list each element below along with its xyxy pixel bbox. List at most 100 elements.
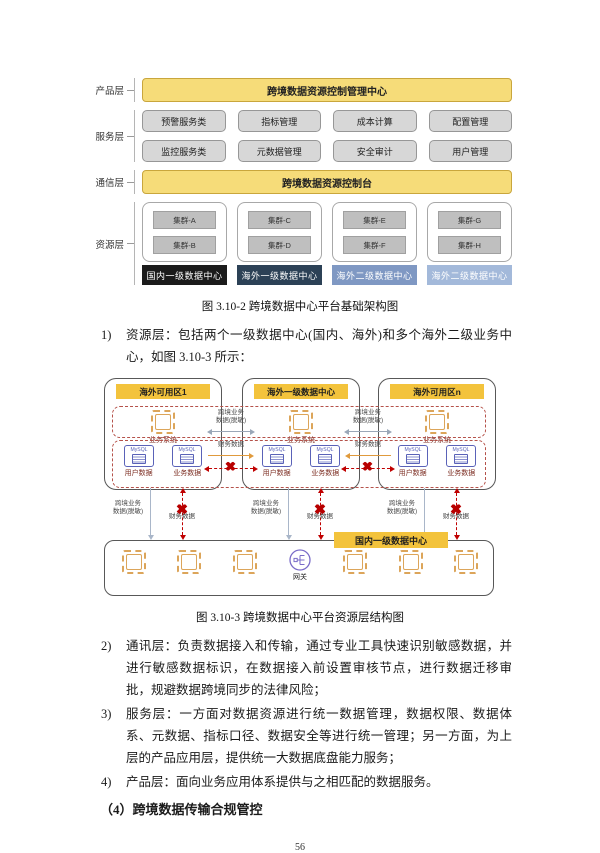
bracket-tick [127,243,134,244]
gray-double-arrow [207,428,255,435]
blocked-flow-label: 财务数据 [307,513,333,520]
cluster-item: 集群-E [343,211,406,229]
figure1-caption: 图 3.10-2 跨境数据中心平台基础架构图 [201,301,399,313]
gray-down-arrow [285,488,292,540]
datacenter-column: 集群-G 集群-H 海外二级数据中心 [427,202,512,285]
chip-icon [151,410,175,434]
datacenter-footer: 海外二级数据中心 [332,265,417,285]
masked-flow-label: 跨境业务数据(脱敏) [112,500,144,515]
resource-layer-row: 资源层 集群-A 集群-B 国内一级数据中心 集群-C 集群-D 海外一级数据中 [88,202,512,285]
gateway-label: 网关 [292,574,307,581]
service-item: 成本计算 [333,110,417,132]
cluster-item: 集群-H [438,236,501,254]
cluster-item: 集群-D [248,236,311,254]
user-db-label: 用户数据 [262,470,291,477]
datacenter-column: 集群-E 集群-F 海外二级数据中心 [332,202,417,285]
figure-platform-architecture: 产品层 跨境数据资源控制管理中心 服务层 预警服务类 指标管理 成本计算 配置管… [88,78,512,285]
masked-flow-label: 跨境业务数据(脱敏) [215,409,247,424]
masked-flow-label: 跨境业务数据(脱敏) [352,409,384,424]
chip-icon [232,550,257,574]
resource-columns: 集群-A 集群-B 国内一级数据中心 集群-C 集群-D 海外一级数据中心 集群… [142,202,512,285]
overseas-zone-1-box: 海外可用区1 业务系统 MySQL 用户数据 MySQL 业务数据 [104,378,222,490]
user-db-label: 用户数据 [398,470,427,477]
gateway-icon [289,549,311,571]
blocked-horizontal-arrow [341,465,395,472]
product-layer-bar: 跨境数据资源控制管理中心 [142,78,512,102]
business-system-label: 业务系统 [287,437,315,444]
overseas-primary-dc-box: 海外一级数据中心 业务系统 MySQL 用户数据 MySQL 业务数据 [242,378,360,490]
service-item: 元数据管理 [237,140,321,162]
bracket-line [134,110,135,162]
comm-layer-label: 通信层 [88,170,134,194]
blocked-flow-label: 财务数据 [169,513,195,520]
financial-flow-label: 财务数据 [355,441,381,448]
product-layer-label: 产品层 [88,78,134,102]
mysql-icon: MySQL [310,445,341,467]
blocked-x-icon: ✖ [225,459,236,474]
mysql-icon: MySQL [172,445,203,467]
business-system: 业务系统 [105,410,221,445]
domestic-dc-icons: 网关 [122,548,478,582]
comm-layer-bar: 跨境数据资源控制台 [142,170,512,194]
blocked-x-icon: ✖ [450,501,462,517]
datacenter-footer: 海外一级数据中心 [237,265,322,285]
business-system-label: 业务系统 [423,437,451,444]
blocked-flow: 财务数据 ✖ [436,501,476,523]
cluster-item: 集群-A [153,211,216,229]
financial-arrow-right [208,452,254,459]
chip-icon [343,550,368,574]
list-number: 4) [101,775,112,789]
user-db: MySQL 用户数据 [397,445,428,478]
figure2-caption: 图 3.10-3 跨境数据中心平台资源层结构图 [196,612,404,624]
bracket-tick [127,181,134,183]
chip-icon [122,550,146,574]
gateway: 网关 [288,548,312,582]
cluster-box: 集群-C 集群-D [237,202,322,262]
bracket-line [134,170,135,194]
paragraph-text: 产品层：面向业务应用体系提供与之相匹配的数据服务。 [126,775,439,789]
cluster-item: 集群-B [153,236,216,254]
paragraph-text: 通讯层：负责数据接入和传输，通过专业工具快速识别敏感数据，并进行敏感数据标识，在… [126,639,512,697]
resource-layer-label: 资源层 [88,202,134,285]
financial-flow-label: 财务数据 [218,441,244,448]
biz-db-label: 业务数据 [173,470,202,477]
user-db-label: 用户数据 [124,470,153,477]
region-title: 海外一级数据中心 [254,384,348,399]
domestic-primary-dc-box [104,540,494,596]
bracket-tick [127,89,134,91]
business-system: 业务系统 [243,410,359,445]
blocked-vertical-arrow [179,488,186,540]
region-title: 海外可用区n [390,384,484,399]
blocked-flow: 财务数据 ✖ [162,501,202,523]
biz-db: MySQL 业务数据 [172,445,203,478]
cluster-box: 集群-G 集群-H [427,202,512,262]
business-system: 业务系统 [379,410,495,445]
gray-double-arrow [344,428,392,435]
list-number: 3) [101,707,112,721]
gray-down-arrow [147,488,154,540]
service-item: 安全审计 [333,140,417,162]
figure-resource-layer: 海外可用区1 业务系统 MySQL 用户数据 MySQL 业务数据 海外一级数据… [104,378,496,596]
datacenter-footer: 海外二级数据中心 [427,265,512,285]
service-buttons-grid: 预警服务类 指标管理 成本计算 配置管理 监控服务类 元数据管理 安全审计 用户… [142,110,512,162]
datacenter-column: 集群-A 集群-B 国内一级数据中心 [142,202,227,285]
bracket-line [134,202,135,285]
blocked-x-icon: ✖ [176,501,188,517]
cluster-item: 集群-F [343,236,406,254]
service-item: 监控服务类 [142,140,226,162]
masked-flow-label: 跨境业务数据(脱敏) [386,500,418,515]
service-item: 配置管理 [428,110,512,132]
biz-db: MySQL 业务数据 [446,445,477,478]
financial-arrow-left [345,452,391,459]
chip-icon [453,550,478,574]
bracket-tick [127,135,134,137]
layer-label-text: 资源层 [95,239,124,251]
chip-icon [425,410,449,434]
blocked-vertical-arrow [317,488,324,540]
mysql-icon: MySQL [123,445,154,467]
user-db: MySQL 用户数据 [261,445,292,478]
cluster-item: 集群-C [248,211,311,229]
list-number: 2) [101,639,112,653]
blocked-horizontal-arrow [204,465,258,472]
